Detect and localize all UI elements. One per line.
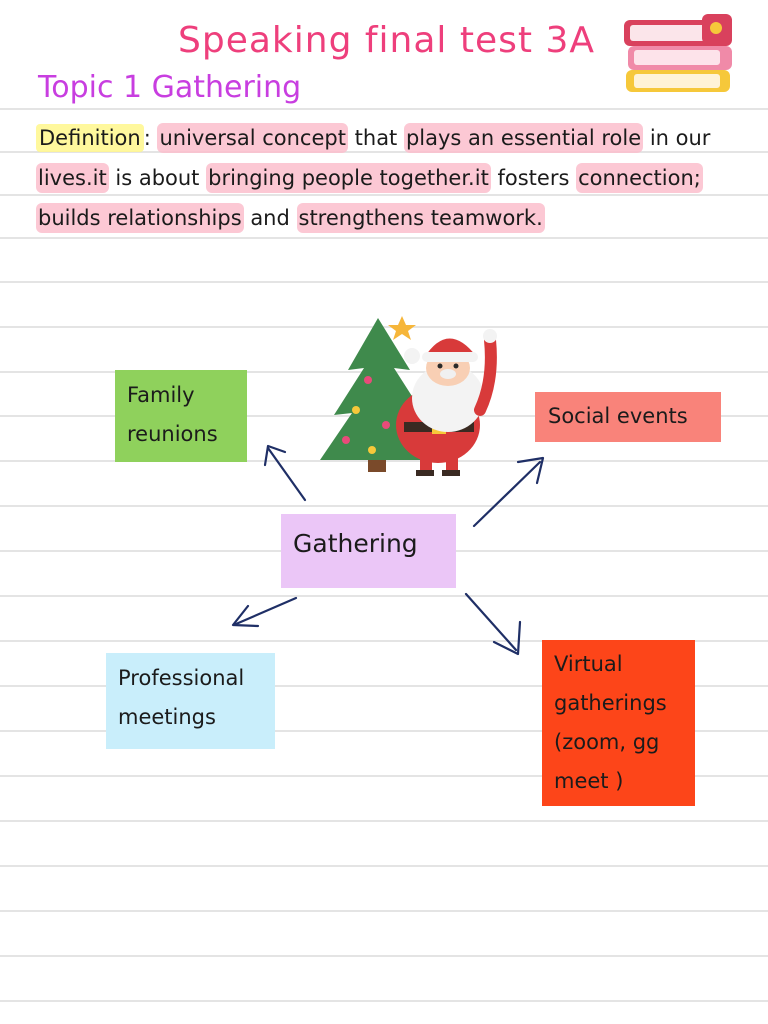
- highlighted-phrase: lives.it: [36, 163, 109, 193]
- virtual-gatherings-box: Virtual gatherings (zoom, gg meet ): [542, 640, 695, 806]
- arrow-to-social: [472, 460, 542, 528]
- highlighted-phrase: strengthens teamwork.: [296, 203, 545, 233]
- definition-fragment: is about: [108, 166, 207, 190]
- arrow-to-family: [266, 446, 307, 502]
- highlighted-phrase: bringing people together.it: [206, 163, 491, 193]
- definition-colon: :: [143, 126, 158, 150]
- stacked-books-icon: [620, 6, 740, 102]
- definition-fragment: in our: [643, 126, 711, 150]
- gathering-center-box: Gathering: [281, 514, 456, 588]
- highlighted-phrase: universal concept: [157, 123, 348, 153]
- highlighted-phrase: connection;: [576, 163, 703, 193]
- santa-with-christmas-tree-icon: [308, 310, 503, 484]
- highlighted-phrase: builds relationships: [36, 203, 244, 233]
- topic-heading: Topic 1 Gathering: [38, 70, 302, 105]
- definition-label: Definition: [36, 124, 144, 152]
- professional-meetings-box: Professional meetings: [106, 653, 275, 749]
- definition-paragraph: Definition: universal concept that plays…: [36, 118, 736, 238]
- page-title: Speaking final test 3A: [178, 20, 595, 61]
- highlighted-phrase: plays an essential role: [403, 123, 644, 153]
- arrow-to-virtual: [464, 592, 518, 652]
- definition-text: universal concept that plays an essentia…: [36, 123, 710, 233]
- definition-fragment: and: [243, 206, 297, 230]
- definition-fragment: that: [347, 126, 404, 150]
- social-events-box: Social events: [535, 392, 721, 442]
- family-reunions-box: Family reunions: [115, 370, 247, 462]
- definition-fragment: fosters: [490, 166, 577, 190]
- arrow-to-professional: [234, 596, 298, 626]
